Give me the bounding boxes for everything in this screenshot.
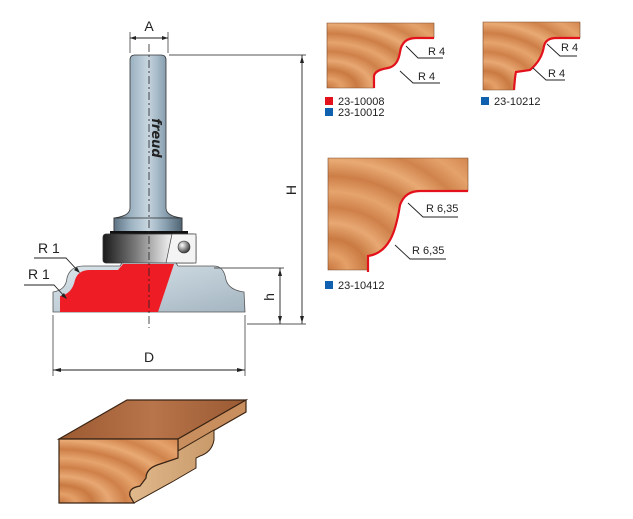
carbide-tip [60,264,174,312]
color-swatch-blue [481,97,489,105]
radius-callouts: R 1 R 1 [24,240,80,299]
product-code: 23-10012 [338,107,385,119]
profile-edge [372,36,434,88]
product-code: 23-10008 [338,96,385,108]
dimension-a: A [129,18,169,53]
dimension-d-label: D [144,349,154,365]
profile-3-radius-bottom: R 6,35 [412,245,444,257]
product-code: 23-10212 [494,96,541,108]
shank-collar [113,217,183,233]
color-swatch-red [325,97,333,105]
dimension-a-label: A [144,18,154,34]
dimension-h-cut: h [214,267,306,325]
profile-2-radius-bottom: R 4 [548,68,565,80]
brand-mark: freud [148,118,163,158]
radius-lower-label: R 1 [28,266,50,282]
product-code: 23-10412 [338,280,385,292]
profile-1-radius-top: R 4 [428,46,445,58]
radius-upper-label: R 1 [38,240,60,256]
color-swatch-blue [325,108,333,116]
profile-2-radius-top: R 4 [561,42,578,54]
bearing-screw-icon [177,240,191,254]
profile-1-radius-bottom: R 4 [418,71,435,83]
dimension-d: D [52,315,246,376]
color-swatch-blue [325,281,333,289]
dimension-h-total-label: H [283,185,299,195]
workpiece-end-grain [58,438,179,504]
shank [113,54,183,233]
molded-workpiece [56,398,249,504]
profile-sample-2: R 4 R 4 23-10212 [481,21,581,108]
dimension-h-total: H [169,54,306,324]
dimension-h-cut-label: h [261,293,277,301]
profile-3-radius-top: R 6,35 [426,203,458,215]
profile-edge [366,189,468,272]
router-bit: freud [52,44,246,328]
profile-sample-3: R 6,35 R 6,35 23-10412 [325,157,469,292]
profile-edge [512,36,580,91]
profile-sample-1: R 4 R 4 23-10008 23-10012 [325,22,445,119]
